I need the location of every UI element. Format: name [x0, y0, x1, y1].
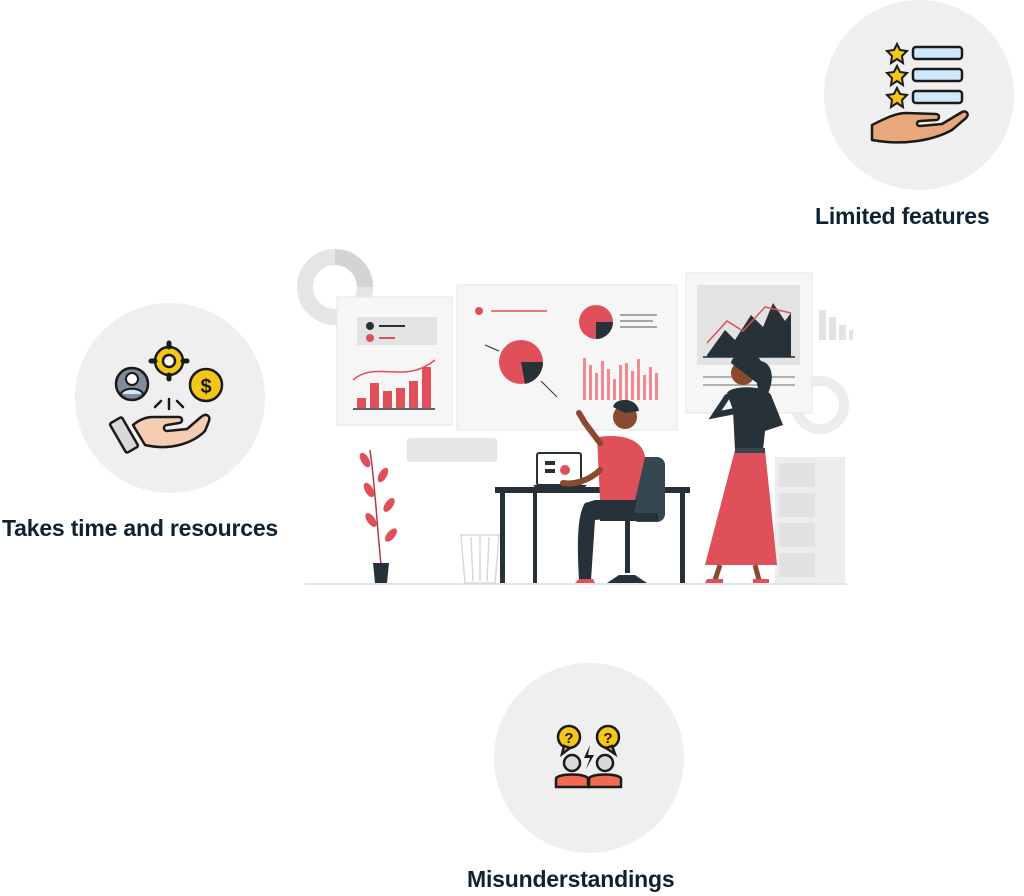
center-chart-panel — [456, 284, 678, 431]
analytics-team-illustration — [297, 249, 853, 585]
resources-in-hand-icon: $ — [108, 340, 224, 454]
bar-chart — [583, 358, 658, 400]
bar-chart — [357, 367, 431, 408]
feature-circle: $ — [75, 303, 265, 493]
seated-man — [560, 399, 645, 583]
standing-woman — [705, 352, 783, 583]
background-bars — [819, 310, 853, 340]
rated-list-in-hand-icon — [870, 41, 969, 144]
feature-circle — [824, 0, 1014, 190]
laptop — [533, 452, 587, 489]
waste-basket — [460, 534, 500, 584]
left-chart-panel — [336, 296, 453, 426]
svg-text:$: $ — [200, 376, 211, 398]
desk — [495, 487, 690, 583]
confused-people-icon: ? ? — [554, 724, 623, 789]
svg-text:?: ? — [564, 730, 573, 747]
feature-label: Takes time and resources — [2, 515, 279, 541]
plant — [359, 449, 397, 583]
file-cabinet — [775, 457, 845, 583]
feature-label: Misunderstandings — [467, 866, 675, 892]
feature-label: Limited features — [815, 203, 990, 229]
background-label-bar — [407, 438, 497, 462]
background-donut-chart — [297, 249, 373, 325]
svg-text:?: ? — [603, 730, 612, 747]
feature-circle: ? ? — [494, 663, 684, 853]
